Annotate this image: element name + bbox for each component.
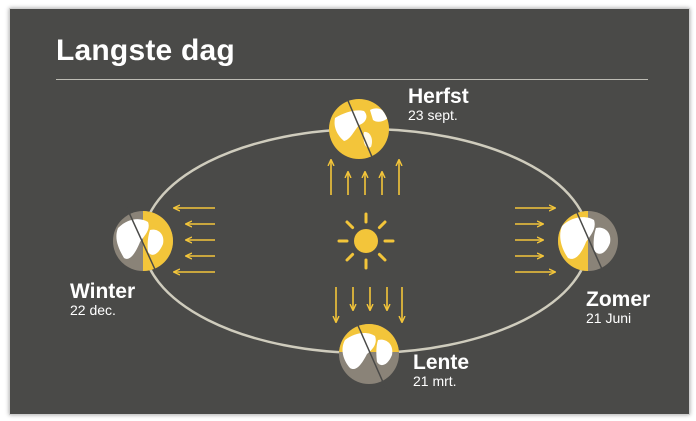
season-label-zomer: Zomer 21 Juni [586, 289, 650, 325]
sunlight-arrows-right [515, 208, 555, 272]
title-divider [56, 79, 648, 80]
earth-globe-icon [113, 205, 173, 277]
season-date: 21 mrt. [413, 373, 457, 389]
season-name: Zomer [586, 288, 651, 311]
season-date: 21 Juni [586, 310, 632, 326]
season-date: 23 sept. [408, 107, 458, 123]
season-label-herfst: Herfst 23 sept. [408, 86, 469, 122]
sunlight-arrows-left [174, 208, 215, 272]
sunlight-arrows-down [336, 287, 402, 322]
season-name: Winter [70, 280, 136, 303]
earth-globe-icon [329, 95, 389, 165]
page-title: Langste dag [56, 34, 235, 67]
season-label-winter: Winter 22 dec. [70, 281, 135, 317]
season-label-lente: Lente 21 mrt. [413, 352, 469, 388]
season-name: Lente [413, 351, 470, 374]
season-name: Herfst [408, 85, 469, 108]
earth-globe-icon [558, 205, 618, 277]
season-date: 22 dec. [70, 302, 116, 318]
sun-icon [337, 212, 395, 270]
earth-globe-icon [339, 320, 399, 390]
sunlight-arrows-up [331, 160, 399, 195]
